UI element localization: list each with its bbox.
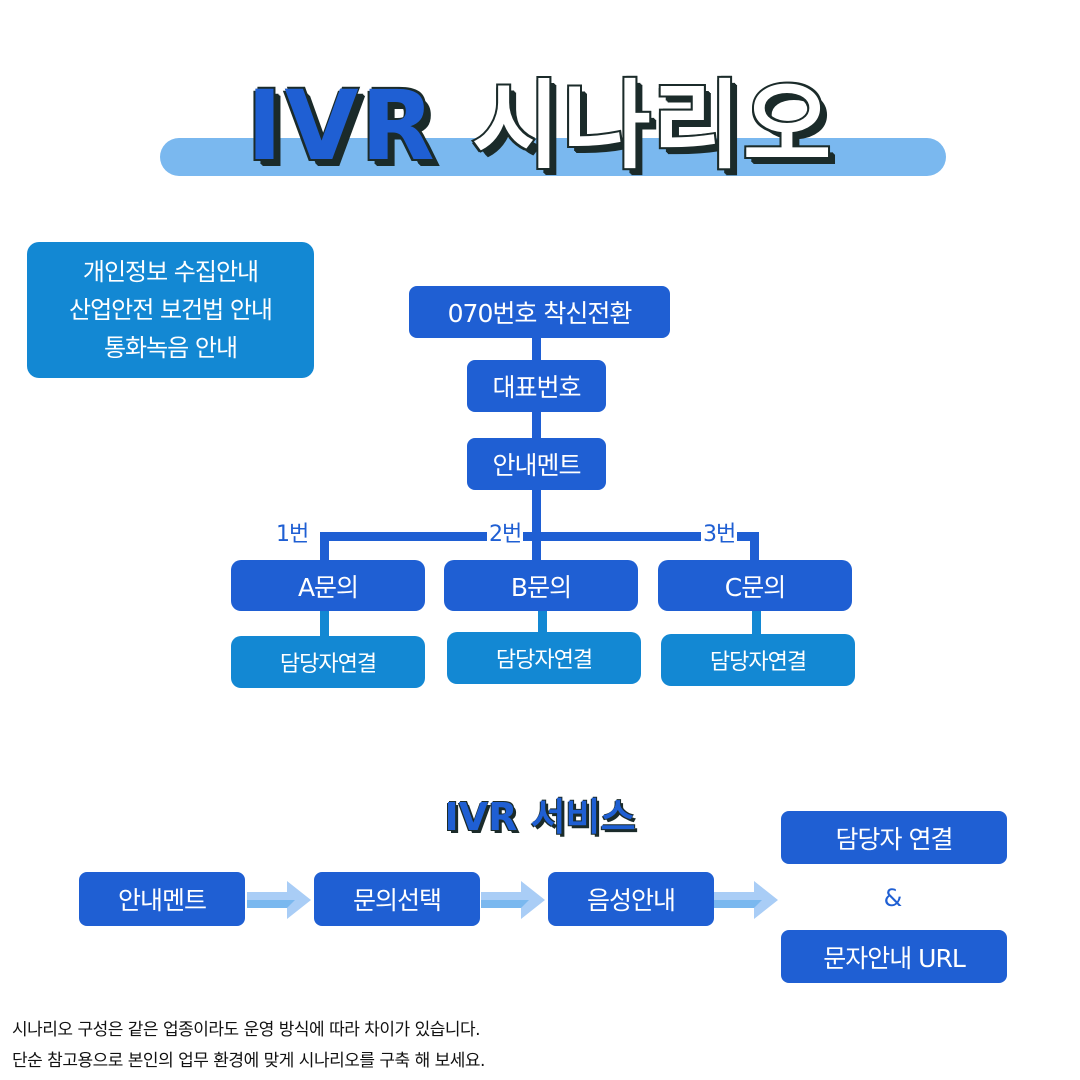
footer-note: 단순 참고용으로 본인의 업무 환경에 맞게 시나리오를 구축 해 보세요. (12, 1051, 485, 1071)
result-box-agent: 담당자 연결 (781, 811, 1007, 864)
notice-box: 개인정보 수집안내 산업안전 보건법 안내 통화녹음 안내 (27, 242, 314, 378)
result-box-sms-url: 문자안내 URL (781, 930, 1007, 983)
title-latin: IVR (245, 68, 437, 184)
flow-top-box: 070번호 착신전환 (409, 286, 670, 338)
flow-announcement-box: 안내멘트 (467, 438, 606, 490)
connector-line (320, 532, 756, 541)
inquiry-box: B문의 (444, 560, 638, 611)
connector-line (750, 532, 759, 562)
inquiry-box: C문의 (658, 560, 852, 611)
connector-line (538, 605, 547, 635)
connector-line (752, 605, 761, 640)
option-number: 3번 (701, 516, 738, 548)
title-korean: 시나리오 (470, 68, 834, 184)
service-title: IVR 서비스 (0, 786, 1080, 841)
connect-box: 담당자연결 (447, 632, 641, 684)
notice-line: 개인정보 수집안내 (82, 258, 259, 286)
service-title-latin: IVR (444, 794, 519, 840)
right-arrow-icon (481, 881, 545, 919)
option-number: 1번 (274, 516, 311, 548)
service-title-korean: 서비스 (530, 794, 637, 840)
title-underline-bar (160, 138, 946, 176)
right-arrow-icon (714, 881, 778, 919)
result-joiner: & (883, 884, 903, 912)
service-step: 안내멘트 (79, 872, 245, 926)
connect-box: 담당자연결 (661, 634, 855, 686)
flow-main-number-box: 대표번호 (467, 360, 606, 412)
connector-line (320, 532, 329, 562)
connector-line (320, 605, 329, 640)
option-number: 2번 (487, 516, 524, 548)
service-step: 문의선택 (314, 872, 480, 926)
page-title: IVR 시나리오 (0, 48, 1080, 187)
inquiry-box: A문의 (231, 560, 425, 611)
right-arrow-icon (247, 881, 311, 919)
service-step: 음성안내 (548, 872, 714, 926)
notice-line: 산업안전 보건법 안내 (69, 296, 273, 324)
notice-line: 통화녹음 안내 (103, 334, 238, 362)
footer-note: 시나리오 구성은 같은 업종이라도 운영 방식에 따라 차이가 있습니다. (12, 1020, 481, 1040)
connect-box: 담당자연결 (231, 636, 425, 688)
